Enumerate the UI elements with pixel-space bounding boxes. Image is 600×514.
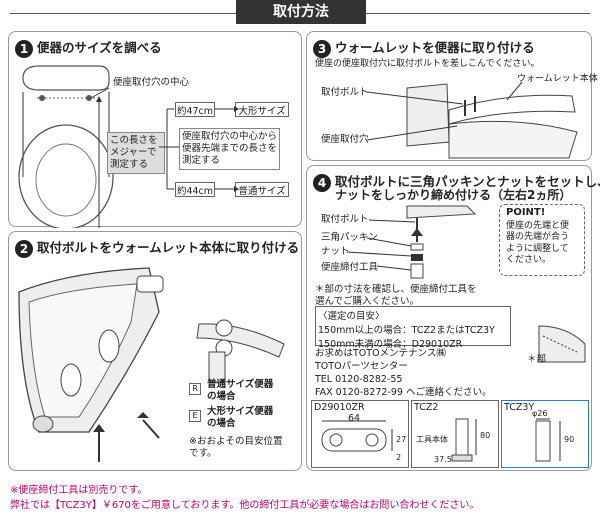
nut-label: ナット: [321, 246, 350, 257]
step-2-heading: 2 取付ボルトをウォームレット本体に取り付ける: [15, 237, 299, 258]
guide-line-1: 150mm以上の場合：TCZ2またはTCZ3Y: [318, 325, 495, 336]
point-box: POINT! 便座の先端と便 器の先端が合う ように調整して ください。: [499, 204, 585, 276]
order-line-2: TOTOパーツセンター: [315, 361, 408, 372]
page-title: 取付方法: [236, 0, 366, 24]
body-label: ウォームレット本体: [517, 74, 598, 84]
tool3-height: 90: [564, 435, 575, 444]
tool-tcz2: TCZ2 工具本体 80 37.5: [411, 400, 499, 468]
tool3-diameter: φ26: [532, 409, 548, 418]
bolt-label: 取付ボルト: [321, 87, 369, 98]
step-4-heading-line2: ナットをしっかり締め付ける（左右2ヵ所）: [335, 188, 572, 202]
tool1-diagram: [321, 420, 393, 452]
step-4-heading-line1: 取付ボルトに三角パッキンとナットをセットし、: [335, 174, 600, 189]
fax-label: FAX: [315, 387, 333, 398]
bolt-assembly-illustration: [346, 205, 586, 363]
step-3-heading: 3 ウォームレットを便器に取り付ける: [313, 37, 535, 58]
measure-explain: 便座取付穴の中心から 便器先端までの長さを 測定する: [179, 128, 281, 170]
tool-label: 便座締付工具: [321, 262, 379, 273]
large-size-label: 大形サイズ: [235, 102, 289, 117]
point-text: 便座の先端と便 器の先端が合う ように調整して ください。: [506, 221, 570, 265]
title-bar: 取付方法: [0, 0, 600, 26]
tel-number: 0120-8282-55: [335, 374, 403, 385]
step-3-number: 3: [313, 39, 331, 58]
tool-d29010zr: D29010ZR 64 27 2: [311, 400, 409, 468]
parts-note: ＊部の寸法を確認し、便座締付工具を 選んでご購入ください。: [315, 284, 477, 307]
step-2-number: 2: [15, 239, 33, 258]
label-e-box: E: [189, 410, 201, 422]
step-3-heading-text: ウォームレットを便器に取り付ける: [335, 40, 535, 55]
guide-line-2: 150mm未満の場合：D29010ZR: [318, 339, 463, 350]
tel-line: TEL 0120-8282-55: [315, 374, 402, 385]
selection-guide: 〈選定の目安〉 150mm以上の場合：TCZ2またはTCZ3Y 150mm未満の…: [315, 306, 511, 350]
measure-note: この長さを メジャーで 測定する: [107, 132, 165, 174]
tool1-height: 27: [396, 435, 407, 444]
fax-number: 0120-8272-99 へご連絡ください。: [335, 387, 492, 398]
hole-label: 便座取付穴: [321, 134, 369, 145]
large-size-case: 大形サイズ便器 の場合: [207, 406, 274, 429]
footer-line-1: ※便座締付工具は別売りです。: [10, 485, 148, 496]
tool2-body: 工具本体: [416, 435, 448, 444]
tool3-name: TCZ3Y: [504, 402, 535, 413]
tool2-width: 37.5: [434, 455, 452, 464]
order-line-1: お求めはTOTOメンテナンス㈱: [315, 348, 446, 359]
star-part-label: ＊部: [527, 354, 547, 365]
step-3-panel: 3 ウォームレットを便器に取り付ける 便座の便座取付穴に取付ボルトを差しこんでくだ…: [306, 31, 598, 161]
step-1-number: 1: [15, 39, 33, 58]
washlet-underside-illustration: [18, 267, 285, 462]
standard-size-case: 普通サイズ便器 の場合: [207, 379, 274, 402]
tool1-width: 64: [348, 413, 361, 424]
size-arrows: [159, 106, 239, 192]
hole-center-label: 便座取付穴の中心: [113, 77, 190, 88]
tool1-name: D29010ZR: [314, 402, 365, 413]
step-3-sub: 便座の便座取付穴に取付ボルトを差しこんでください。: [315, 59, 540, 69]
step-4-heading: 4 取付ボルトに三角パッキンとナットをセットし、: [313, 171, 600, 192]
point-title: POINT!: [506, 207, 546, 218]
step-1-heading-text: 便器のサイズを調べる: [37, 40, 162, 55]
install-illustration: [366, 81, 578, 159]
tool-tcz3y: TCZ3Y φ26 90: [501, 400, 589, 468]
step-2-panel: 2 取付ボルトをウォームレット本体に取り付ける R 普通サイズ便器 の場合 E 大…: [8, 231, 302, 471]
step-2-heading-text: 取付ボルトをウォームレット本体に取り付ける: [37, 240, 300, 255]
fax-line: FAX 0120-8272-99 へご連絡ください。: [315, 387, 491, 398]
tel-label: TEL: [315, 374, 333, 385]
step-1-heading: 1 便器のサイズを調べる: [15, 37, 162, 58]
bolt-part-label: 取付ボルト: [321, 214, 369, 225]
approx-note: ※おおよその目安位置 です。: [189, 436, 283, 459]
step-4-panel: 4 取付ボルトに三角パッキンとナットをセットし、 ナットをしっかり締め付ける（左右…: [306, 165, 600, 471]
tool2-height: 80: [480, 431, 491, 440]
label-r-box: R: [189, 383, 201, 395]
tool1-thickness: 2: [396, 453, 402, 462]
step-4-number: 4: [313, 173, 331, 192]
guide-title: 〈選定の目安〉: [318, 311, 385, 322]
tool2-diagram: [451, 418, 477, 462]
packing-label: 三角パッキン: [321, 232, 378, 243]
step-1-panel: 1 便器のサイズを調べる 便座取付穴の中心 この長さを メジャーで 測定する 便座…: [8, 31, 302, 228]
tool2-name: TCZ2: [414, 402, 439, 413]
footer-line-2: 弊社では【TCZ3Y】￥670をご用意しております。他の締付工具が必要な場合はお…: [10, 500, 480, 511]
tool3-diagram: [535, 418, 561, 462]
